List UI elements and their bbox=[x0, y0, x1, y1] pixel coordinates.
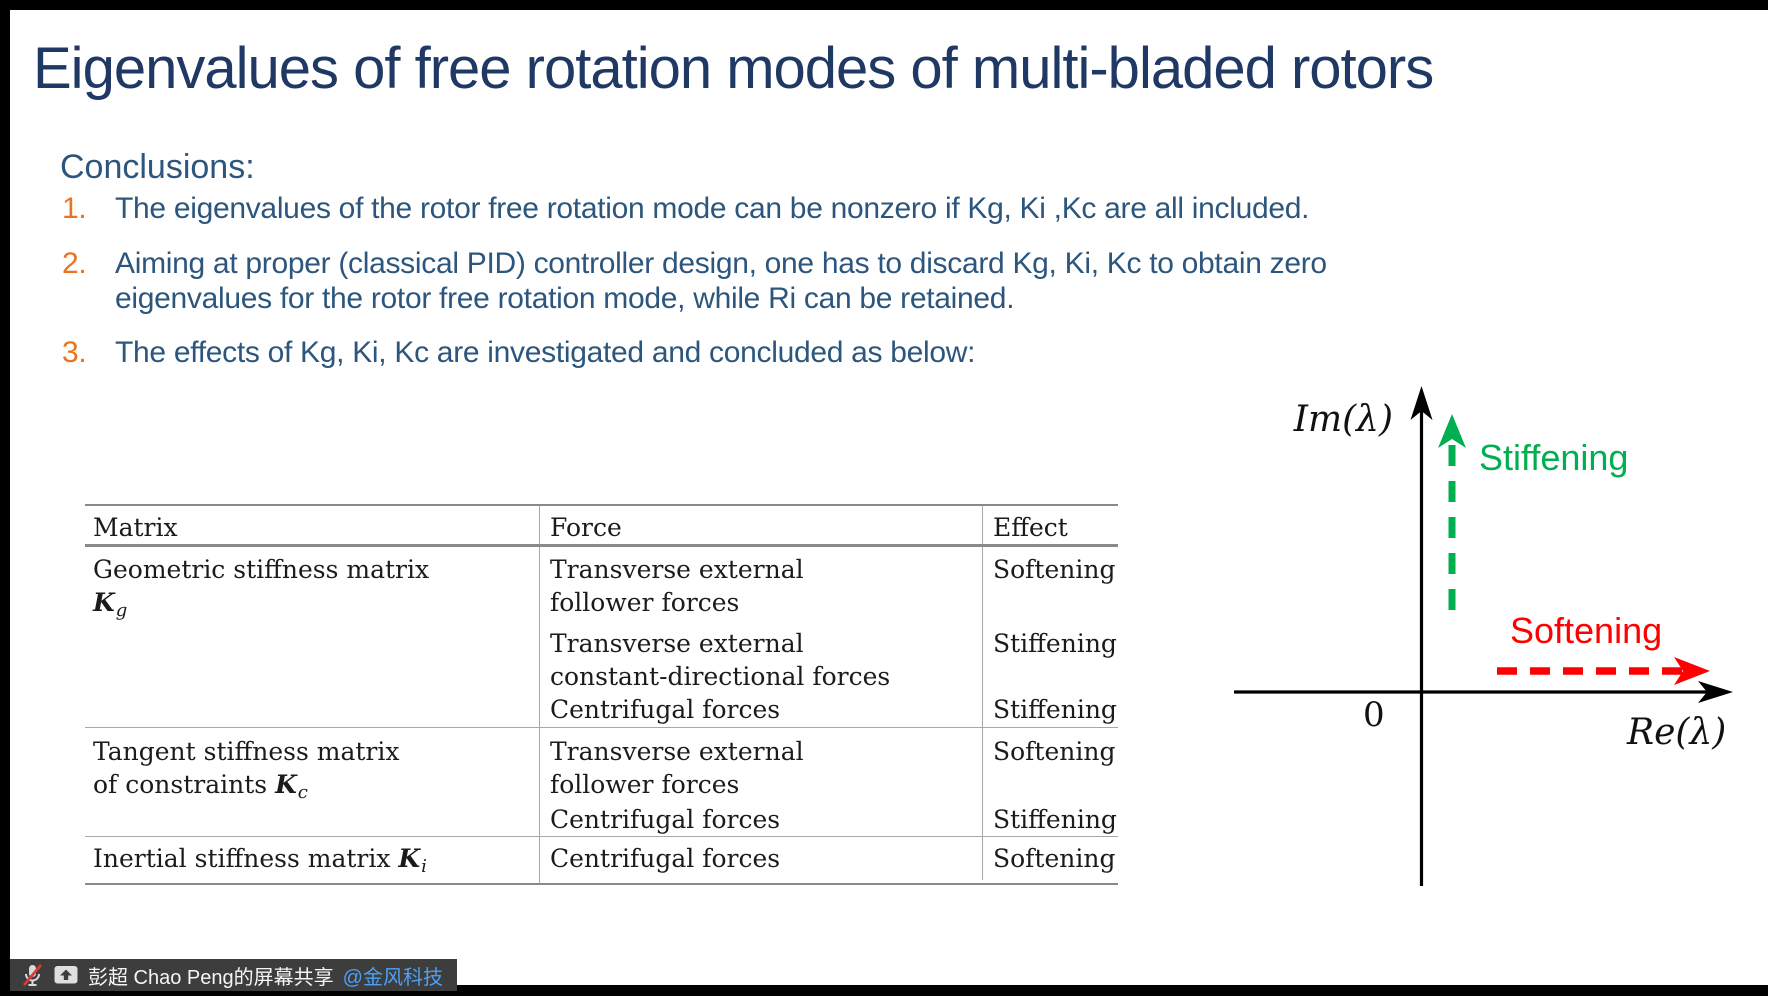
letterbox-left bbox=[0, 0, 10, 996]
force-line: follower forces bbox=[550, 588, 740, 617]
matrix-symbol-line: Inertial stiffness matrix Ki bbox=[93, 842, 539, 883]
force-line: Transverse external bbox=[550, 737, 804, 766]
conclusion-item-3: 3. The effects of Kg, Ki, Kc are investi… bbox=[62, 335, 975, 370]
force-line: follower forces bbox=[550, 770, 740, 799]
force-line: Centrifugal forces bbox=[550, 695, 781, 724]
softening-arrowhead bbox=[1674, 657, 1710, 685]
conclusion-item-1: 1. The eigenvalues of the rotor free rot… bbox=[62, 191, 1309, 226]
table-group-geometric: Geometric stiffness matrix Kg Transverse… bbox=[85, 547, 1118, 728]
col-header-effect: Effect bbox=[993, 513, 1068, 542]
matrix-cell: Geometric stiffness matrix Kg bbox=[85, 547, 540, 727]
matrix-name: Geometric stiffness matrix bbox=[93, 555, 430, 584]
col-header-matrix: Matrix bbox=[85, 506, 540, 544]
effect-cell: Softening bbox=[993, 737, 1116, 766]
item-number: 2. bbox=[62, 247, 87, 280]
conclusions-heading: Conclusions: bbox=[60, 148, 255, 186]
table-header-row: Matrix Force Effect bbox=[85, 506, 1118, 547]
matrix-name-suffix: of constraints bbox=[93, 770, 276, 799]
effects-table: Matrix Force Effect Geometric stiffness … bbox=[85, 504, 1118, 885]
item-text-line: The effects of Kg, Ki, Kc are investigat… bbox=[115, 336, 976, 369]
origin-label: 0 bbox=[1363, 695, 1385, 735]
force-line: Centrifugal forces bbox=[550, 805, 781, 834]
force-cell: Centrifugal forces bbox=[540, 693, 983, 727]
matrix-symbol: K bbox=[275, 770, 297, 799]
item-text: The eigenvalues of the rotor free rotati… bbox=[115, 191, 1309, 226]
force-cell: Transverse external constant-directional… bbox=[540, 627, 983, 693]
force-line: Centrifugal forces bbox=[550, 844, 781, 873]
col-header-force: Force bbox=[540, 506, 983, 544]
screen-share-icon bbox=[54, 966, 78, 984]
imaginary-axis-arrowhead bbox=[1410, 386, 1433, 420]
screen-share-bar: 彭超 Chao Peng的屏幕共享 @金风科技 bbox=[10, 959, 457, 991]
effect-cell: Stiffening bbox=[993, 629, 1117, 658]
force-line: constant-directional forces bbox=[550, 662, 891, 691]
table-row: Centrifugal forces Softening bbox=[540, 837, 1118, 880]
stiffening-label: Stiffening bbox=[1479, 437, 1629, 478]
matrix-symbol: K bbox=[398, 844, 421, 873]
softening-label: Softening bbox=[1510, 610, 1663, 651]
table-row: Centrifugal forces Stiffening bbox=[540, 693, 1118, 727]
matrix-name: Inertial stiffness matrix bbox=[93, 844, 399, 873]
item-text-line: The eigenvalues of the rotor free rotati… bbox=[115, 192, 1310, 225]
effect-cell: Stiffening bbox=[993, 805, 1117, 834]
effect-cell: Softening bbox=[993, 844, 1116, 873]
letterbox-bottom bbox=[0, 985, 1768, 996]
item-text: Aiming at proper (classical PID) control… bbox=[115, 246, 1327, 316]
table-row: Transverse external constant-directional… bbox=[540, 627, 1118, 693]
item-number: 3. bbox=[62, 336, 87, 369]
matrix-symbol-line: of constraints Kc bbox=[93, 768, 539, 809]
force-line: Transverse external bbox=[550, 629, 804, 658]
company-handle[interactable]: @金风科技 bbox=[342, 966, 443, 989]
effect-cell: Stiffening bbox=[993, 695, 1117, 724]
real-axis-arrowhead bbox=[1698, 681, 1733, 703]
matrix-subscript: c bbox=[297, 782, 308, 803]
matrix-subscript: g bbox=[115, 600, 128, 621]
matrix-symbol: K bbox=[93, 588, 115, 617]
mic-muted-icon bbox=[22, 964, 43, 986]
table-row: Centrifugal forces Stiffening bbox=[540, 803, 1118, 836]
force-cell: Centrifugal forces bbox=[540, 837, 983, 880]
item-text-line: eigenvalues for the rotor free rotation … bbox=[115, 282, 1015, 315]
presenter-label: 彭超 Chao Peng的屏幕共享 bbox=[88, 966, 334, 989]
matrix-subscript: i bbox=[421, 856, 427, 877]
eigen-diagram bbox=[1234, 386, 1733, 886]
letterbox-top bbox=[0, 0, 1768, 10]
matrix-cell: Inertial stiffness matrix Ki bbox=[85, 837, 540, 883]
table-row: Transverse external follower forces Soft… bbox=[540, 547, 1118, 627]
conclusion-item-2: 2. Aiming at proper (classical PID) cont… bbox=[62, 246, 1327, 316]
item-number: 1. bbox=[62, 192, 87, 225]
item-text-line: Aiming at proper (classical PID) control… bbox=[115, 247, 1327, 280]
item-text: The effects of Kg, Ki, Kc are investigat… bbox=[115, 335, 975, 370]
force-line: Transverse external bbox=[550, 555, 804, 584]
re-axis-label: Re(λ) bbox=[1627, 712, 1727, 753]
force-cell: Transverse external follower forces bbox=[540, 547, 983, 627]
force-cell: Centrifugal forces bbox=[540, 803, 983, 836]
matrix-symbol-line: Kg bbox=[93, 586, 539, 627]
effect-cell: Softening bbox=[993, 555, 1116, 584]
table-group-inertial: Inertial stiffness matrix Ki Centrifugal… bbox=[85, 837, 1118, 883]
force-cell: Transverse external follower forces bbox=[540, 728, 983, 803]
stiffening-arrowhead bbox=[1438, 414, 1466, 448]
matrix-cell: Tangent stiffness matrix of constraints … bbox=[85, 728, 540, 836]
matrix-name: Tangent stiffness matrix bbox=[93, 737, 400, 766]
im-axis-label: Im(λ) bbox=[1293, 399, 1393, 440]
table-row: Transverse external follower forces Soft… bbox=[540, 728, 1118, 803]
page-title: Eigenvalues of free rotation modes of mu… bbox=[33, 36, 1434, 101]
table-group-tangent: Tangent stiffness matrix of constraints … bbox=[85, 728, 1118, 837]
